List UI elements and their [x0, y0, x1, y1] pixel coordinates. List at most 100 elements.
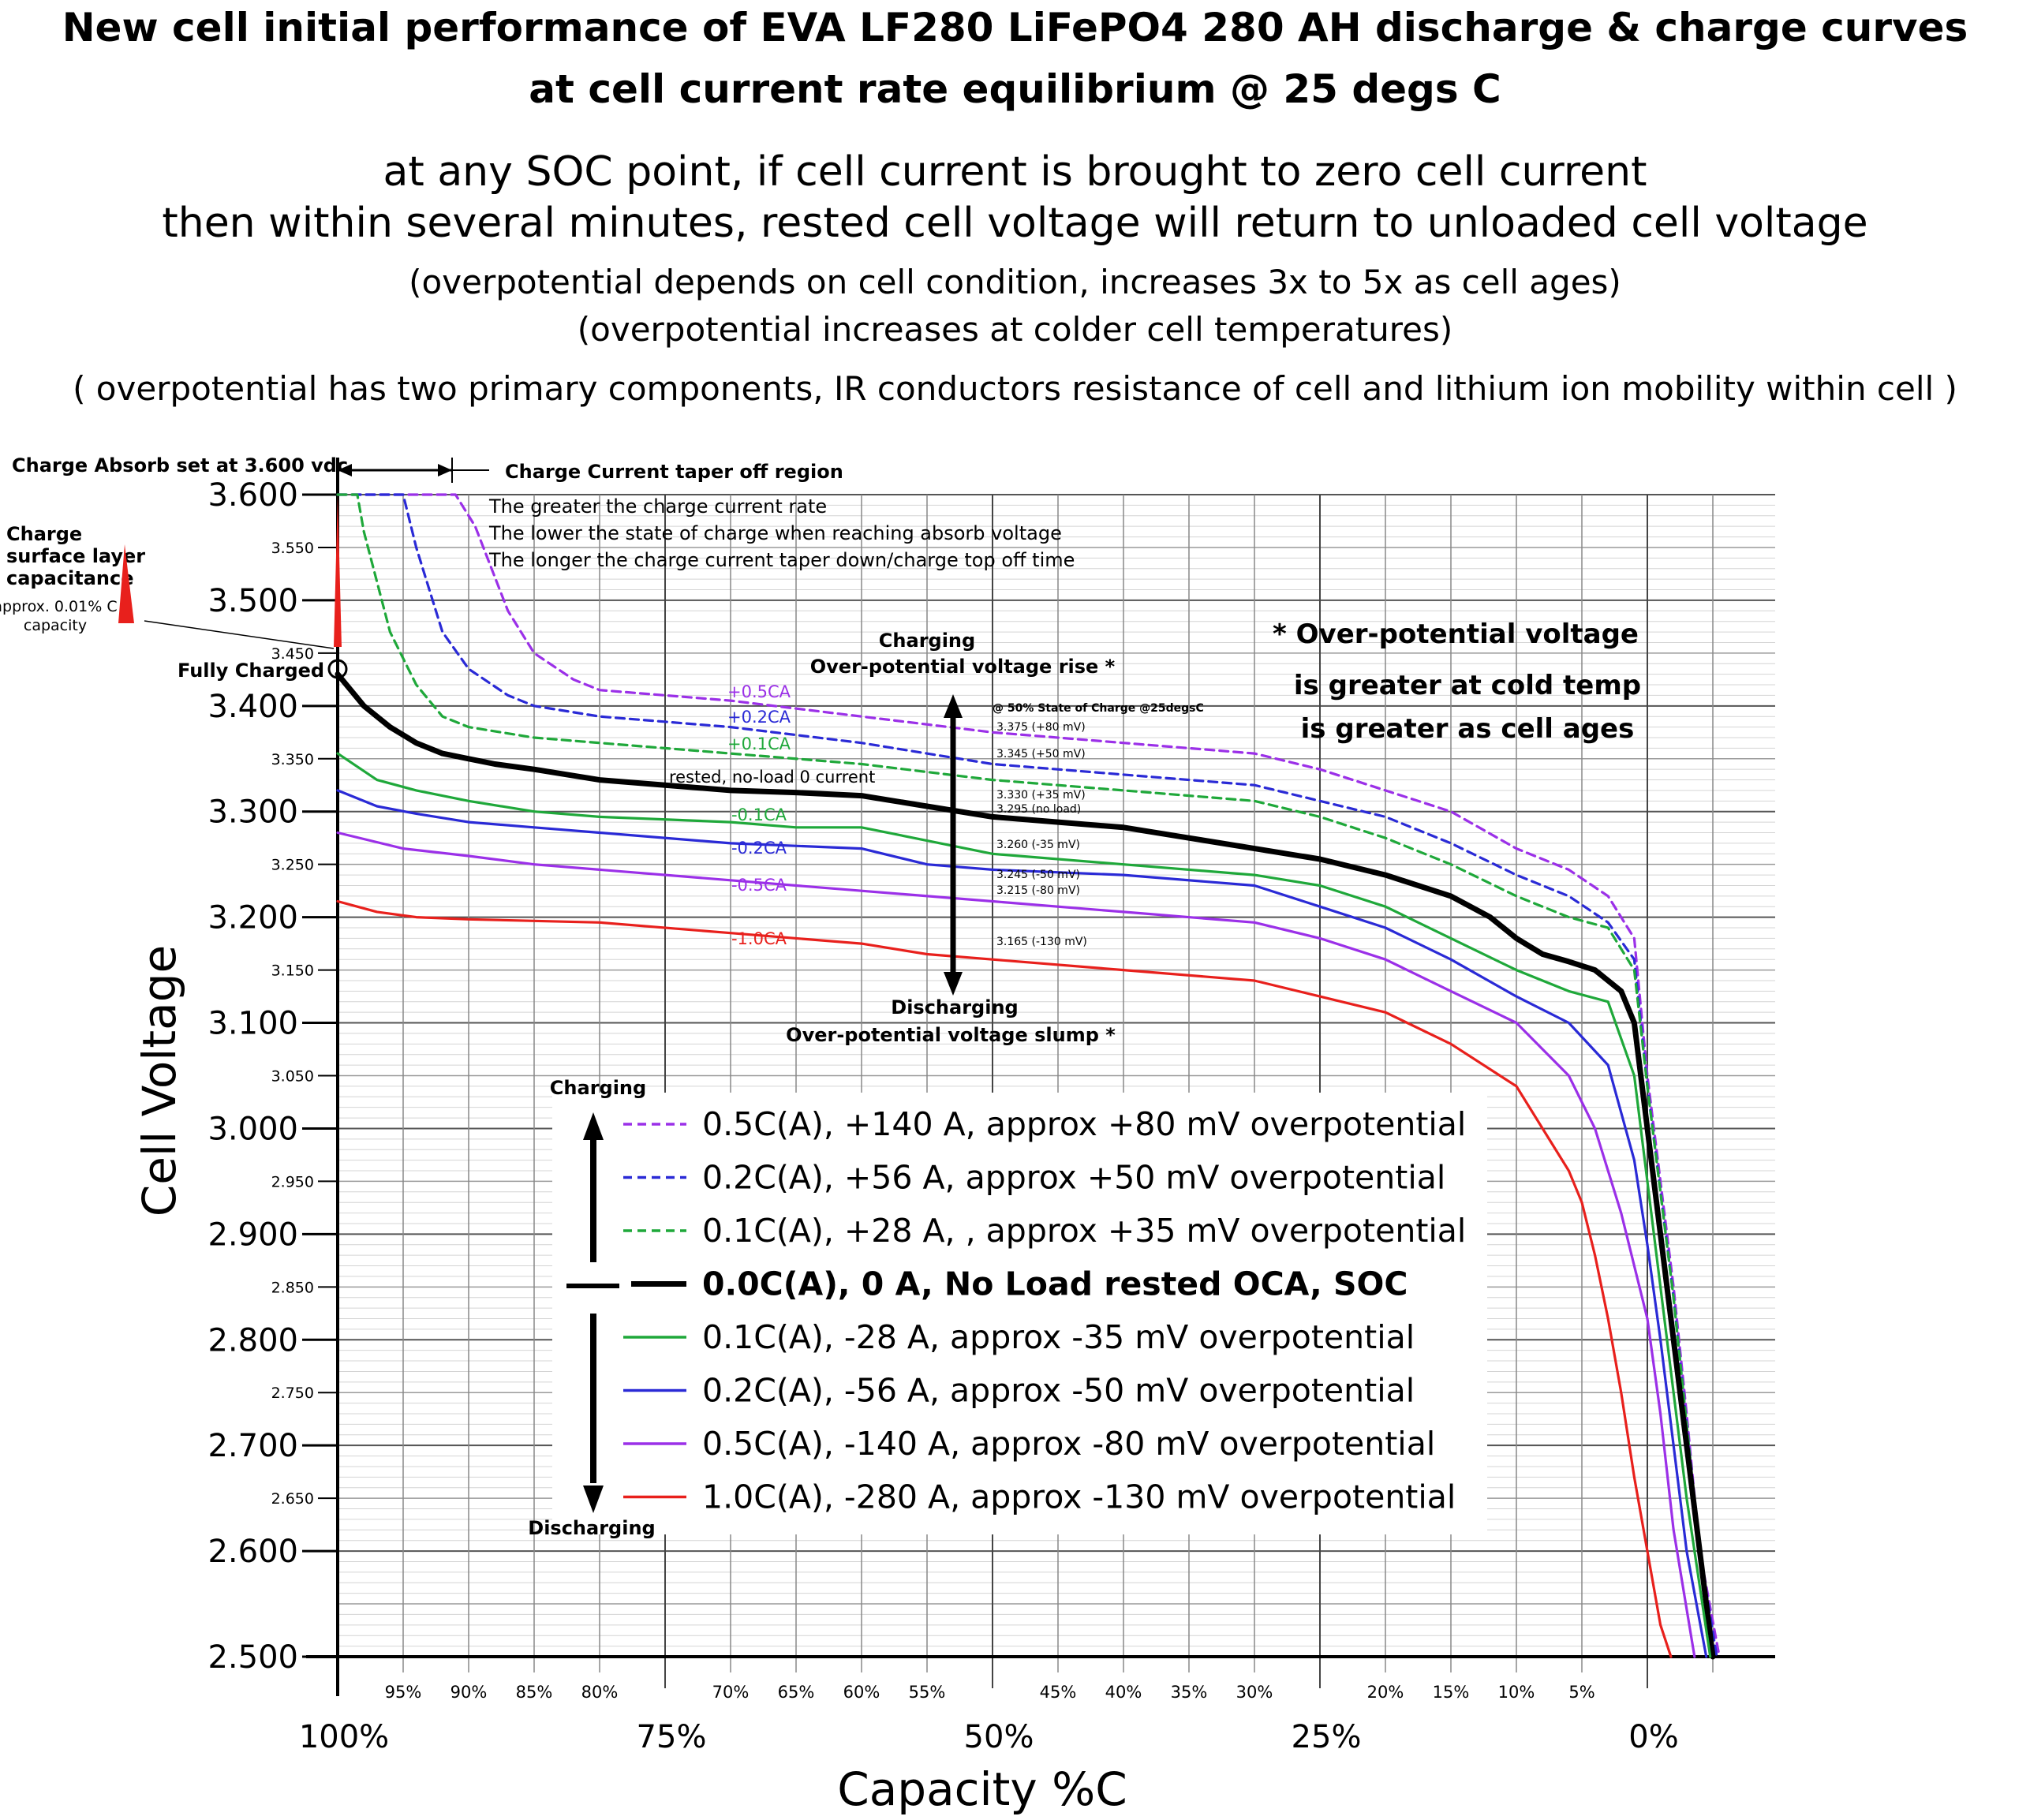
- chart-title-line2: at cell current rate equilibrium @ 25 de…: [529, 66, 1501, 112]
- series-line-0: [336, 493, 1721, 1658]
- x-major-tick-label: 0%: [1628, 1719, 1678, 1755]
- x-major-tick-label: 50%: [964, 1719, 1034, 1755]
- taper-arrow-right: [438, 464, 452, 476]
- y-major-tick-label: 3.400: [207, 689, 298, 725]
- legend-charging-label: Charging: [550, 1077, 646, 1099]
- legend-box: [552, 1093, 1487, 1534]
- x-minor-tick-label: 70%: [712, 1683, 750, 1702]
- taper-note-3: The longer the charge current taper down…: [488, 549, 1075, 571]
- y-major-tick-label: 2.900: [207, 1216, 298, 1253]
- legend-entry-4: 0.1C(A), -28 A, approx -35 mV overpotent…: [702, 1318, 1415, 1356]
- axes: [306, 458, 1775, 1696]
- legend-entry-5: 0.2C(A), -56 A, approx -50 mV overpotent…: [702, 1372, 1415, 1410]
- y-axis-title: Cell Voltage: [133, 945, 186, 1216]
- subtitle-line2: then within several minutes, rested cell…: [162, 200, 1868, 247]
- y-minor-tick-label: 3.550: [271, 540, 314, 557]
- legend-discharging-label: Discharging: [528, 1517, 655, 1539]
- soc50-value-label: 3.295 (no load): [996, 803, 1081, 816]
- x-minor-tick-label: 5%: [1568, 1683, 1594, 1702]
- surface-spike-curve: [334, 495, 342, 647]
- surface-pointer-line: [144, 620, 335, 649]
- star-note-2: is greater at cold temp: [1294, 670, 1641, 701]
- y-major-tick-label: 3.000: [207, 1111, 298, 1147]
- legend-entry-7: 1.0C(A), -280 A, approx -130 mV overpote…: [702, 1478, 1456, 1516]
- soc50-value-label: 3.345 (+50 mV): [996, 748, 1086, 761]
- curve-tag: +0.5CA: [727, 682, 791, 701]
- surface-layer-label-1: Charge: [6, 523, 82, 545]
- y-minor-tick-label: 3.350: [271, 751, 314, 768]
- x-minor-tick-label: 85%: [516, 1683, 553, 1702]
- y-major-tick-label: 3.300: [207, 794, 298, 831]
- x-minor-tick-label: 80%: [581, 1683, 619, 1702]
- curve-tag: -0.1CA: [731, 805, 787, 824]
- x-axis-title: Capacity %C: [837, 1762, 1127, 1816]
- x-major-tick-label: 75%: [637, 1719, 707, 1755]
- series-line-7: [336, 899, 1673, 1658]
- taper-arrow-left: [338, 464, 352, 476]
- surface-layer-label-2: surface layer: [6, 545, 145, 567]
- fully-charged-label: Fully Charged: [178, 660, 324, 682]
- taper-note-1: The greater the charge current rate: [488, 495, 827, 518]
- series-line-6: [336, 831, 1696, 1658]
- taper-title: Charge Current taper off region: [505, 461, 843, 483]
- note-cell-age: (overpotential depends on cell condition…: [409, 263, 1621, 301]
- x-minor-tick-label: 90%: [450, 1683, 488, 1702]
- surface-layer-label-5: capacity: [24, 617, 87, 634]
- y-major-tick-label: 3.200: [207, 900, 298, 936]
- annotations: Charge Absorb set at 3.600 vdcChargesurf…: [0, 454, 1641, 1046]
- voltage-slump-label: Over-potential voltage slump *: [786, 1024, 1116, 1046]
- surface-layer-label-3: capacitance: [6, 567, 134, 589]
- charging-label: Charging: [879, 630, 975, 652]
- series-line-3: [335, 671, 1716, 1660]
- x-minor-tick-label: 30%: [1236, 1683, 1273, 1702]
- chart-title-line1: New cell initial performance of EVA LF28…: [62, 5, 1968, 50]
- x-minor-tick-label: 40%: [1105, 1683, 1142, 1702]
- y-minor-tick-label: 3.150: [271, 962, 314, 980]
- y-minor-tick-label: 2.650: [271, 1490, 314, 1508]
- star-note-3: is greater as cell ages: [1301, 713, 1635, 745]
- soc50-value-label: 3.215 (-80 mV): [996, 884, 1080, 897]
- legend-entry-6: 0.5C(A), -140 A, approx -80 mV overpoten…: [702, 1425, 1435, 1463]
- series-line-2: [336, 493, 1714, 1658]
- x-minor-tick-label: 60%: [843, 1683, 880, 1702]
- rested-label: rested, no-load 0 current: [669, 768, 875, 787]
- legend-entry-3: 0.0C(A), 0 A, No Load rested OCA, SOC: [702, 1265, 1408, 1303]
- subtitle-line1: at any SOC point, if cell current is bro…: [383, 148, 1647, 196]
- y-minor-tick-label: 3.250: [271, 857, 314, 874]
- voltage-rise-label: Over-potential voltage rise *: [810, 656, 1116, 678]
- fully-charged-marker: [327, 659, 348, 679]
- x-major-tick-label: 100%: [299, 1719, 389, 1755]
- y-major-tick-label: 2.600: [207, 1534, 298, 1570]
- data-series: [335, 493, 1721, 1660]
- soc50-value-label: 3.375 (+80 mV): [996, 721, 1086, 734]
- curve-tag: -1.0CA: [731, 929, 787, 948]
- y-major-tick-label: 2.700: [207, 1428, 298, 1464]
- y-major-tick-label: 2.500: [207, 1639, 298, 1676]
- x-major-tick-label: 25%: [1292, 1719, 1362, 1755]
- y-major-tick-label: 2.800: [207, 1322, 298, 1358]
- curve-tag: +0.1CA: [727, 734, 791, 753]
- legend-entry-2: 0.1C(A), +28 A, , approx +35 mV overpote…: [702, 1212, 1466, 1250]
- soc50-value-label: 3.165 (-130 mV): [996, 936, 1087, 948]
- series-line-4: [336, 752, 1712, 1658]
- soc50-value-label: 3.245 (-50 mV): [996, 869, 1080, 881]
- x-minor-tick-label: 10%: [1498, 1683, 1535, 1702]
- series-line-5: [336, 789, 1708, 1658]
- legend-arrow-up-head: [583, 1112, 604, 1140]
- y-minor-tick-label: 2.750: [271, 1385, 314, 1402]
- legend-entry-1: 0.2C(A), +56 A, approx +50 mV overpotent…: [702, 1159, 1445, 1197]
- x-minor-tick-label: 95%: [385, 1683, 422, 1702]
- overpotential-arrow-up: [944, 694, 963, 718]
- y-minor-tick-label: 3.050: [271, 1067, 314, 1085]
- y-major-tick-label: 3.500: [207, 583, 298, 619]
- y-major-tick-label: 3.600: [207, 477, 298, 514]
- y-major-tick-label: 3.100: [207, 1006, 298, 1042]
- soc50-value-label: 3.330 (+35 mV): [996, 789, 1086, 802]
- surface-spike-marker: [118, 544, 134, 623]
- discharging-label: Discharging: [891, 996, 1018, 1018]
- legend-arrow-down-head: [583, 1486, 604, 1513]
- x-minor-tick-label: 15%: [1433, 1683, 1470, 1702]
- taper-note-2: The lower the state of charge when reach…: [488, 522, 1062, 544]
